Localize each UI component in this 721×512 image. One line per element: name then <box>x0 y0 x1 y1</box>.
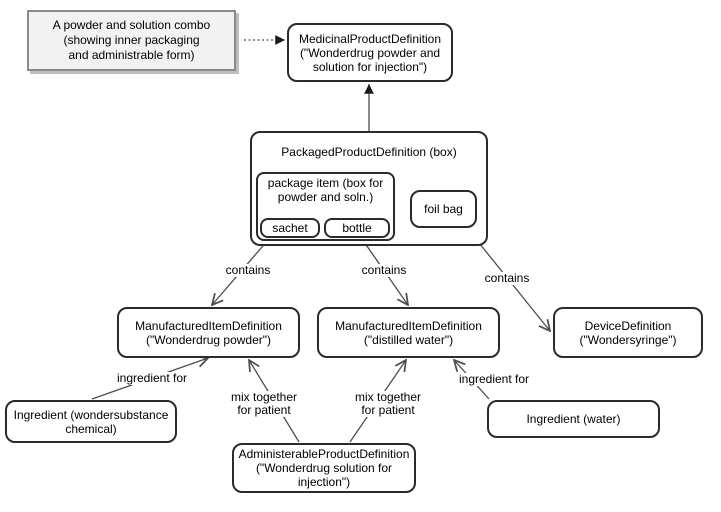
node-text-line: solution for injection") <box>312 59 428 74</box>
node-text-line: Ingredient (water) <box>526 412 621 426</box>
edge-label-line: for patient <box>361 403 415 417</box>
edge-label-contains-3: contains <box>482 271 532 285</box>
note-line: A powder and solution combo <box>52 18 211 32</box>
node-text-line: DeviceDefinition <box>584 318 672 333</box>
node-text-line: ManufacturedItemDefinition <box>335 318 482 333</box>
node-text-line: ("Wonderdrug powder") <box>145 332 272 347</box>
edge-label-ingredient-for-left: ingredient for <box>114 371 190 385</box>
note-line: and administrable form) <box>68 48 195 62</box>
node-manufactured-item-powder[interactable]: ManufacturedItemDefinition ("Wonderdrug … <box>117 307 300 358</box>
node-text-line: AdministerableProductDefinition <box>238 447 410 461</box>
node-text-line: ("Wondersyringe") <box>579 332 677 347</box>
node-title: PackagedProductDefinition (box) <box>281 145 457 159</box>
node-text-line: injection") <box>297 475 351 489</box>
node-text-line: ("Wonderdrug powder and <box>299 45 441 60</box>
node-text-line: powder and soln.) <box>277 190 374 204</box>
node-manufactured-item-water[interactable]: ManufacturedItemDefinition ("distilled w… <box>317 307 500 358</box>
note-line: (showing inner packaging <box>63 33 200 47</box>
edge-label-contains-2: contains <box>359 263 409 277</box>
edge-label-contains-1: contains <box>223 263 273 277</box>
edge-label-line: for patient <box>237 403 291 417</box>
node-text-line: ("Wonderdrug solution for <box>255 461 393 475</box>
edge-label-line: mix together <box>354 390 422 404</box>
edge-label-ingredient-for-right: ingredient for <box>456 372 532 386</box>
node-text-line: MedicinalProductDefinition <box>298 31 442 46</box>
node-text-line: Ingredient (wondersubstance <box>13 407 169 422</box>
edge-label-line: mix together <box>230 390 298 404</box>
node-ingredient-water[interactable]: Ingredient (water) <box>487 400 660 438</box>
node-ingredient-chemical[interactable]: Ingredient (wondersubstance chemical) <box>5 400 177 443</box>
node-medicinal-product-definition[interactable]: MedicinalProductDefinition ("Wonderdrug … <box>287 23 453 82</box>
node-sachet[interactable]: sachet <box>260 218 320 238</box>
node-text-line: sachet <box>272 221 308 235</box>
node-text-line: ("distilled water") <box>363 332 454 347</box>
edge-label-mix-right: mix together for patient <box>352 390 424 417</box>
note-powder-solution-combo[interactable]: A powder and solution combo (showing inn… <box>27 10 236 71</box>
edge-label-mix-left: mix together for patient <box>228 390 300 417</box>
node-text-line: package item (box for <box>267 176 384 190</box>
node-administerable-product-definition[interactable]: AdministerableProductDefinition ("Wonder… <box>232 443 416 493</box>
node-bottle[interactable]: bottle <box>324 218 390 238</box>
node-device-definition[interactable]: DeviceDefinition ("Wondersyringe") <box>553 307 703 358</box>
node-text-line: bottle <box>342 221 372 235</box>
node-text-line: ManufacturedItemDefinition <box>135 318 282 333</box>
node-foil-bag[interactable]: foil bag <box>410 190 477 228</box>
node-text-line: foil bag <box>424 202 463 216</box>
node-text-line: chemical) <box>65 421 117 436</box>
